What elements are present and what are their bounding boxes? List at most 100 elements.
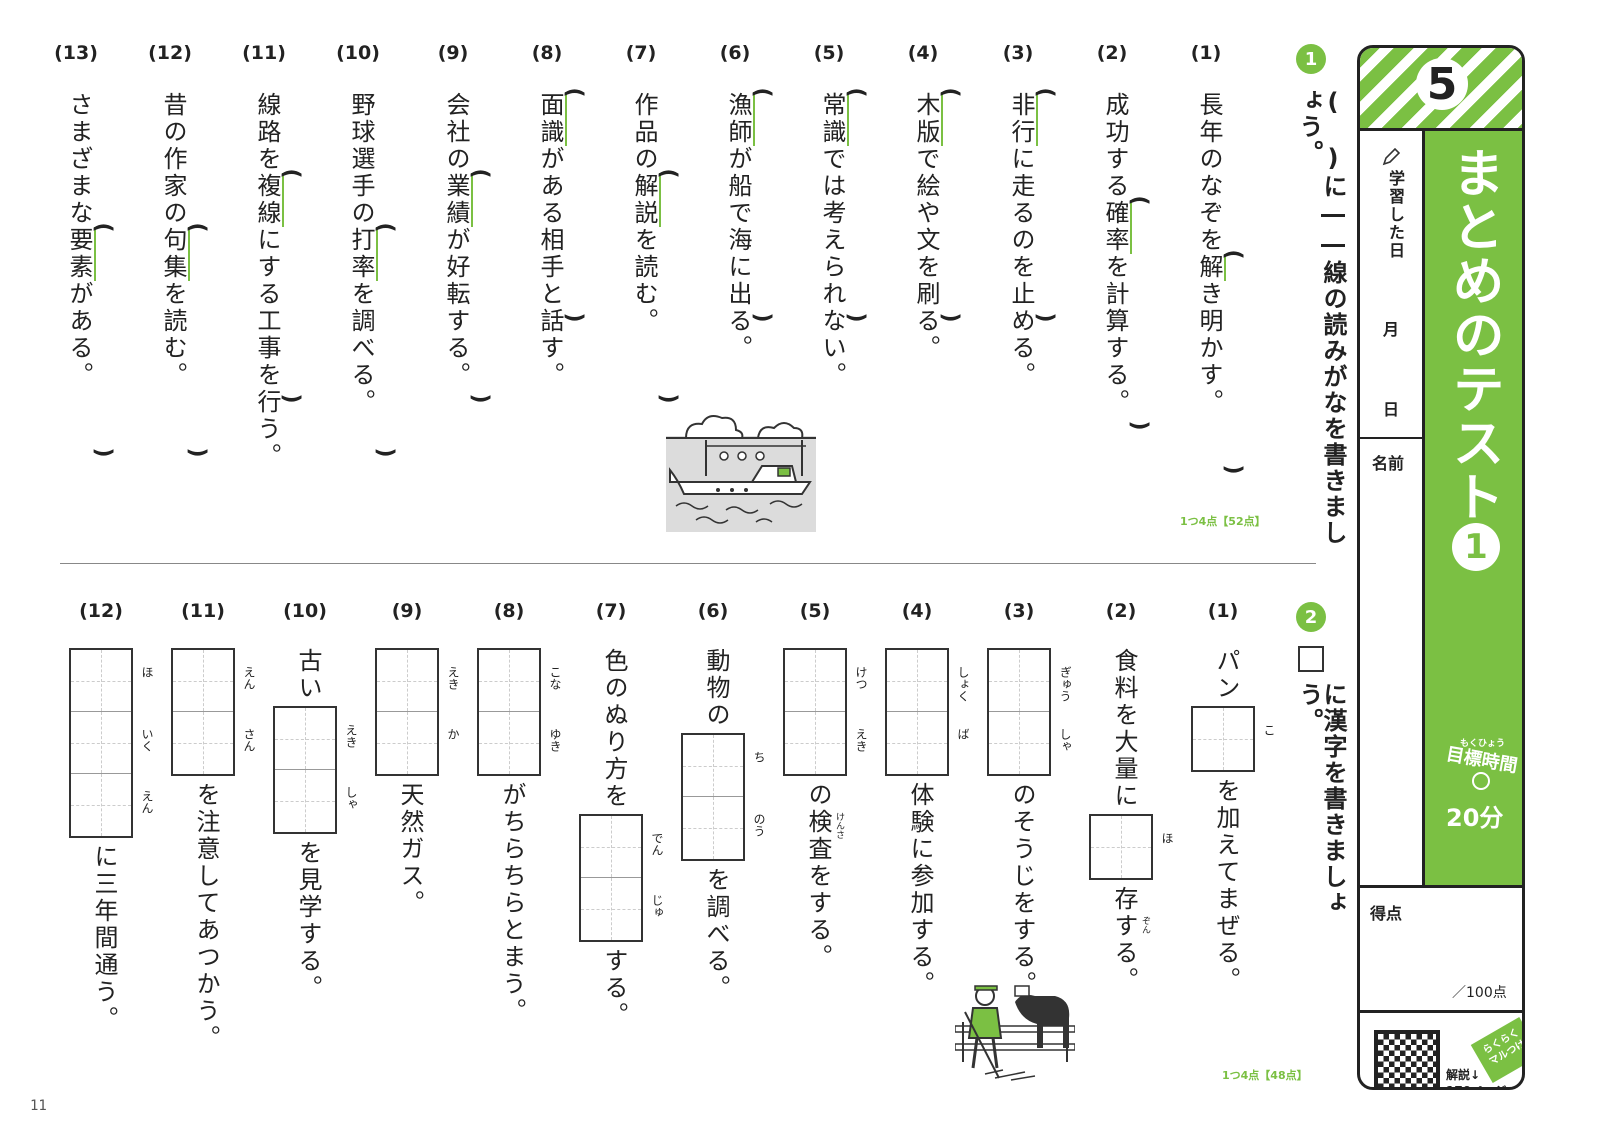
question-text-after: がある。 <box>65 281 93 389</box>
question-number: (9) <box>391 600 423 622</box>
kanji-cell[interactable] <box>377 650 437 712</box>
answer-paren[interactable]: () <box>184 222 210 458</box>
kanji-answer-box[interactable] <box>477 648 541 776</box>
question-text: 作品の解説を読む。 <box>626 92 661 512</box>
question-number: (2) <box>1105 600 1137 622</box>
question-text-after: 天然ガス。 <box>396 782 424 917</box>
kanji-cell[interactable] <box>173 650 233 712</box>
kanji-answer-box[interactable] <box>987 648 1051 776</box>
question-text-after: にする工事を行う。 <box>253 227 281 470</box>
answer-paren[interactable]: () <box>937 87 963 323</box>
answer-page[interactable]: 170ページ <box>1446 1082 1507 1087</box>
question-text: 面識がある相手と話す。 <box>532 92 567 512</box>
question-text-before: 古い <box>294 648 322 702</box>
answer-paren[interactable]: () <box>749 87 775 323</box>
underlined-word: 要素 <box>65 227 96 281</box>
kanji-cell[interactable] <box>1091 816 1151 878</box>
kanji-cell[interactable] <box>1193 708 1253 770</box>
month-label[interactable]: 月 <box>1383 320 1400 339</box>
kanji-answer-box[interactable] <box>69 648 133 838</box>
target-time-value: 20分 <box>1446 804 1504 832</box>
kanji-answer-box[interactable] <box>579 814 643 942</box>
kanji-cell[interactable] <box>785 650 845 712</box>
kanji-cell[interactable] <box>887 712 947 774</box>
kanji-answer-box[interactable] <box>783 648 847 776</box>
kanji-answer-box[interactable] <box>171 648 235 776</box>
kanji-cell[interactable] <box>989 712 1049 774</box>
question-text-after: を調べる。 <box>702 867 730 1002</box>
question-number: (3) <box>1003 600 1035 622</box>
question-number: (13) <box>54 42 98 64</box>
question-number: (3) <box>1002 42 1034 64</box>
answer-paren[interactable]: () <box>90 222 116 458</box>
answer-paren[interactable]: () <box>843 87 869 323</box>
answer-paren[interactable]: () <box>655 168 681 404</box>
day-label[interactable]: 日 <box>1383 400 1400 419</box>
question-number: (5) <box>813 42 845 64</box>
furigana: ち <box>752 751 766 763</box>
kanji-answer-box[interactable] <box>1191 706 1255 772</box>
question-number: (11) <box>242 42 286 64</box>
question-text-after: を読む。 <box>630 227 658 335</box>
question-text: 成功する確率を計算する。 <box>1097 92 1132 512</box>
kanji-cell[interactable] <box>581 816 641 878</box>
question-number: (12) <box>148 42 192 64</box>
kanji-cell[interactable] <box>683 735 743 797</box>
question-text-after: を注意してあつかう。 <box>192 782 220 1052</box>
answer-paren[interactable]: () <box>467 168 493 404</box>
name-label[interactable]: 名前 <box>1372 454 1405 473</box>
kanji-cell[interactable] <box>275 708 335 770</box>
kanji-cell[interactable] <box>581 878 641 940</box>
kanji-answer-box[interactable] <box>885 648 949 776</box>
kanji-cell[interactable] <box>71 650 131 712</box>
section-2-points: 1つ4点【48点】 <box>1222 1069 1308 1082</box>
furigana: ほ <box>1160 832 1174 844</box>
stopwatch-icon <box>1472 772 1490 790</box>
study-date-label: 学習した日 <box>1386 170 1405 260</box>
question-text-after: 存する。 <box>1110 886 1138 994</box>
kanji-cell[interactable] <box>785 712 845 774</box>
section-2-marker: 2 <box>1296 602 1326 632</box>
question-number: (8) <box>531 42 563 64</box>
furigana: か <box>446 728 460 740</box>
section-divider <box>60 563 1316 564</box>
kanji-answer-box[interactable] <box>273 706 337 834</box>
furigana: ぞん <box>1140 916 1150 934</box>
kanji-cell[interactable] <box>989 650 1049 712</box>
answer-paren[interactable]: () <box>372 222 398 458</box>
question-text-after: が好転する。 <box>442 227 470 389</box>
question-text: さまざまな要素がある。 <box>61 92 96 512</box>
answer-paren[interactable]: () <box>1032 87 1058 323</box>
question-text: 漁師が船で海に出る。 <box>720 92 755 512</box>
answer-paren[interactable]: () <box>1126 195 1152 431</box>
kanji-cell[interactable] <box>377 712 437 774</box>
furigana: しょく <box>956 666 970 702</box>
underlined-word: 句集 <box>159 227 190 281</box>
question-number: (4) <box>901 600 933 622</box>
answer-paren[interactable]: () <box>561 87 587 323</box>
furigana: ゆき <box>548 728 562 752</box>
sidebar: 5 まとめのテスト 1 もくひょう 目標時間 20分 学習した日 月 日 名前 … <box>1357 45 1525 1090</box>
kanji-cell[interactable] <box>479 650 539 712</box>
target-time-furigana: もくひょう <box>1460 739 1506 749</box>
kanji-answer-box[interactable] <box>375 648 439 776</box>
kanji-answer-box[interactable] <box>1089 814 1153 880</box>
kanji-cell[interactable] <box>71 774 131 836</box>
furigana: ほ <box>140 666 154 678</box>
furigana: さん <box>242 728 256 752</box>
kanji-cell[interactable] <box>887 650 947 712</box>
question-text: 昔の作家の句集を読む。 <box>155 92 190 512</box>
kanji-cell[interactable] <box>275 770 335 832</box>
kanji-cell[interactable] <box>71 712 131 774</box>
answer-paren[interactable]: () <box>1220 249 1246 475</box>
answer-paren[interactable]: () <box>278 168 304 404</box>
section-1-marker: 1 <box>1296 44 1326 74</box>
question-text-after: を見学する。 <box>294 840 322 1002</box>
qr-code[interactable] <box>1374 1030 1440 1087</box>
kanji-answer-box[interactable] <box>681 733 745 861</box>
kanji-cell[interactable] <box>173 712 233 774</box>
kanji-cell[interactable] <box>479 712 539 774</box>
question-number: (7) <box>625 42 657 64</box>
furigana: じゅ <box>650 894 664 918</box>
kanji-cell[interactable] <box>683 797 743 859</box>
